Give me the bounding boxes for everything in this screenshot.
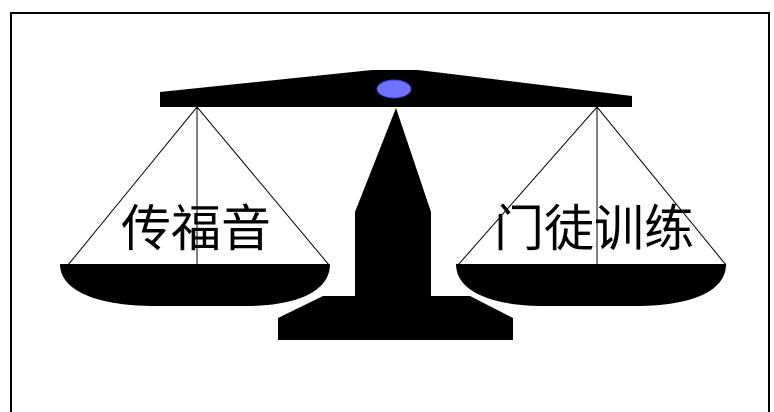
left-pan bbox=[60, 264, 330, 306]
pivot-knob bbox=[376, 79, 412, 99]
left-pan-label: 传福音 bbox=[121, 200, 271, 258]
left-pan-strings bbox=[67, 106, 330, 266]
right-pan-label: 门徒训练 bbox=[494, 200, 694, 258]
right-pan-strings bbox=[457, 106, 727, 266]
scale-post bbox=[355, 108, 431, 310]
right-pan bbox=[456, 264, 726, 306]
balance-scale-diagram: 传福音 门徒训练 bbox=[60, 70, 727, 340]
diagram-frame bbox=[10, 12, 770, 412]
scale-base bbox=[278, 296, 513, 340]
